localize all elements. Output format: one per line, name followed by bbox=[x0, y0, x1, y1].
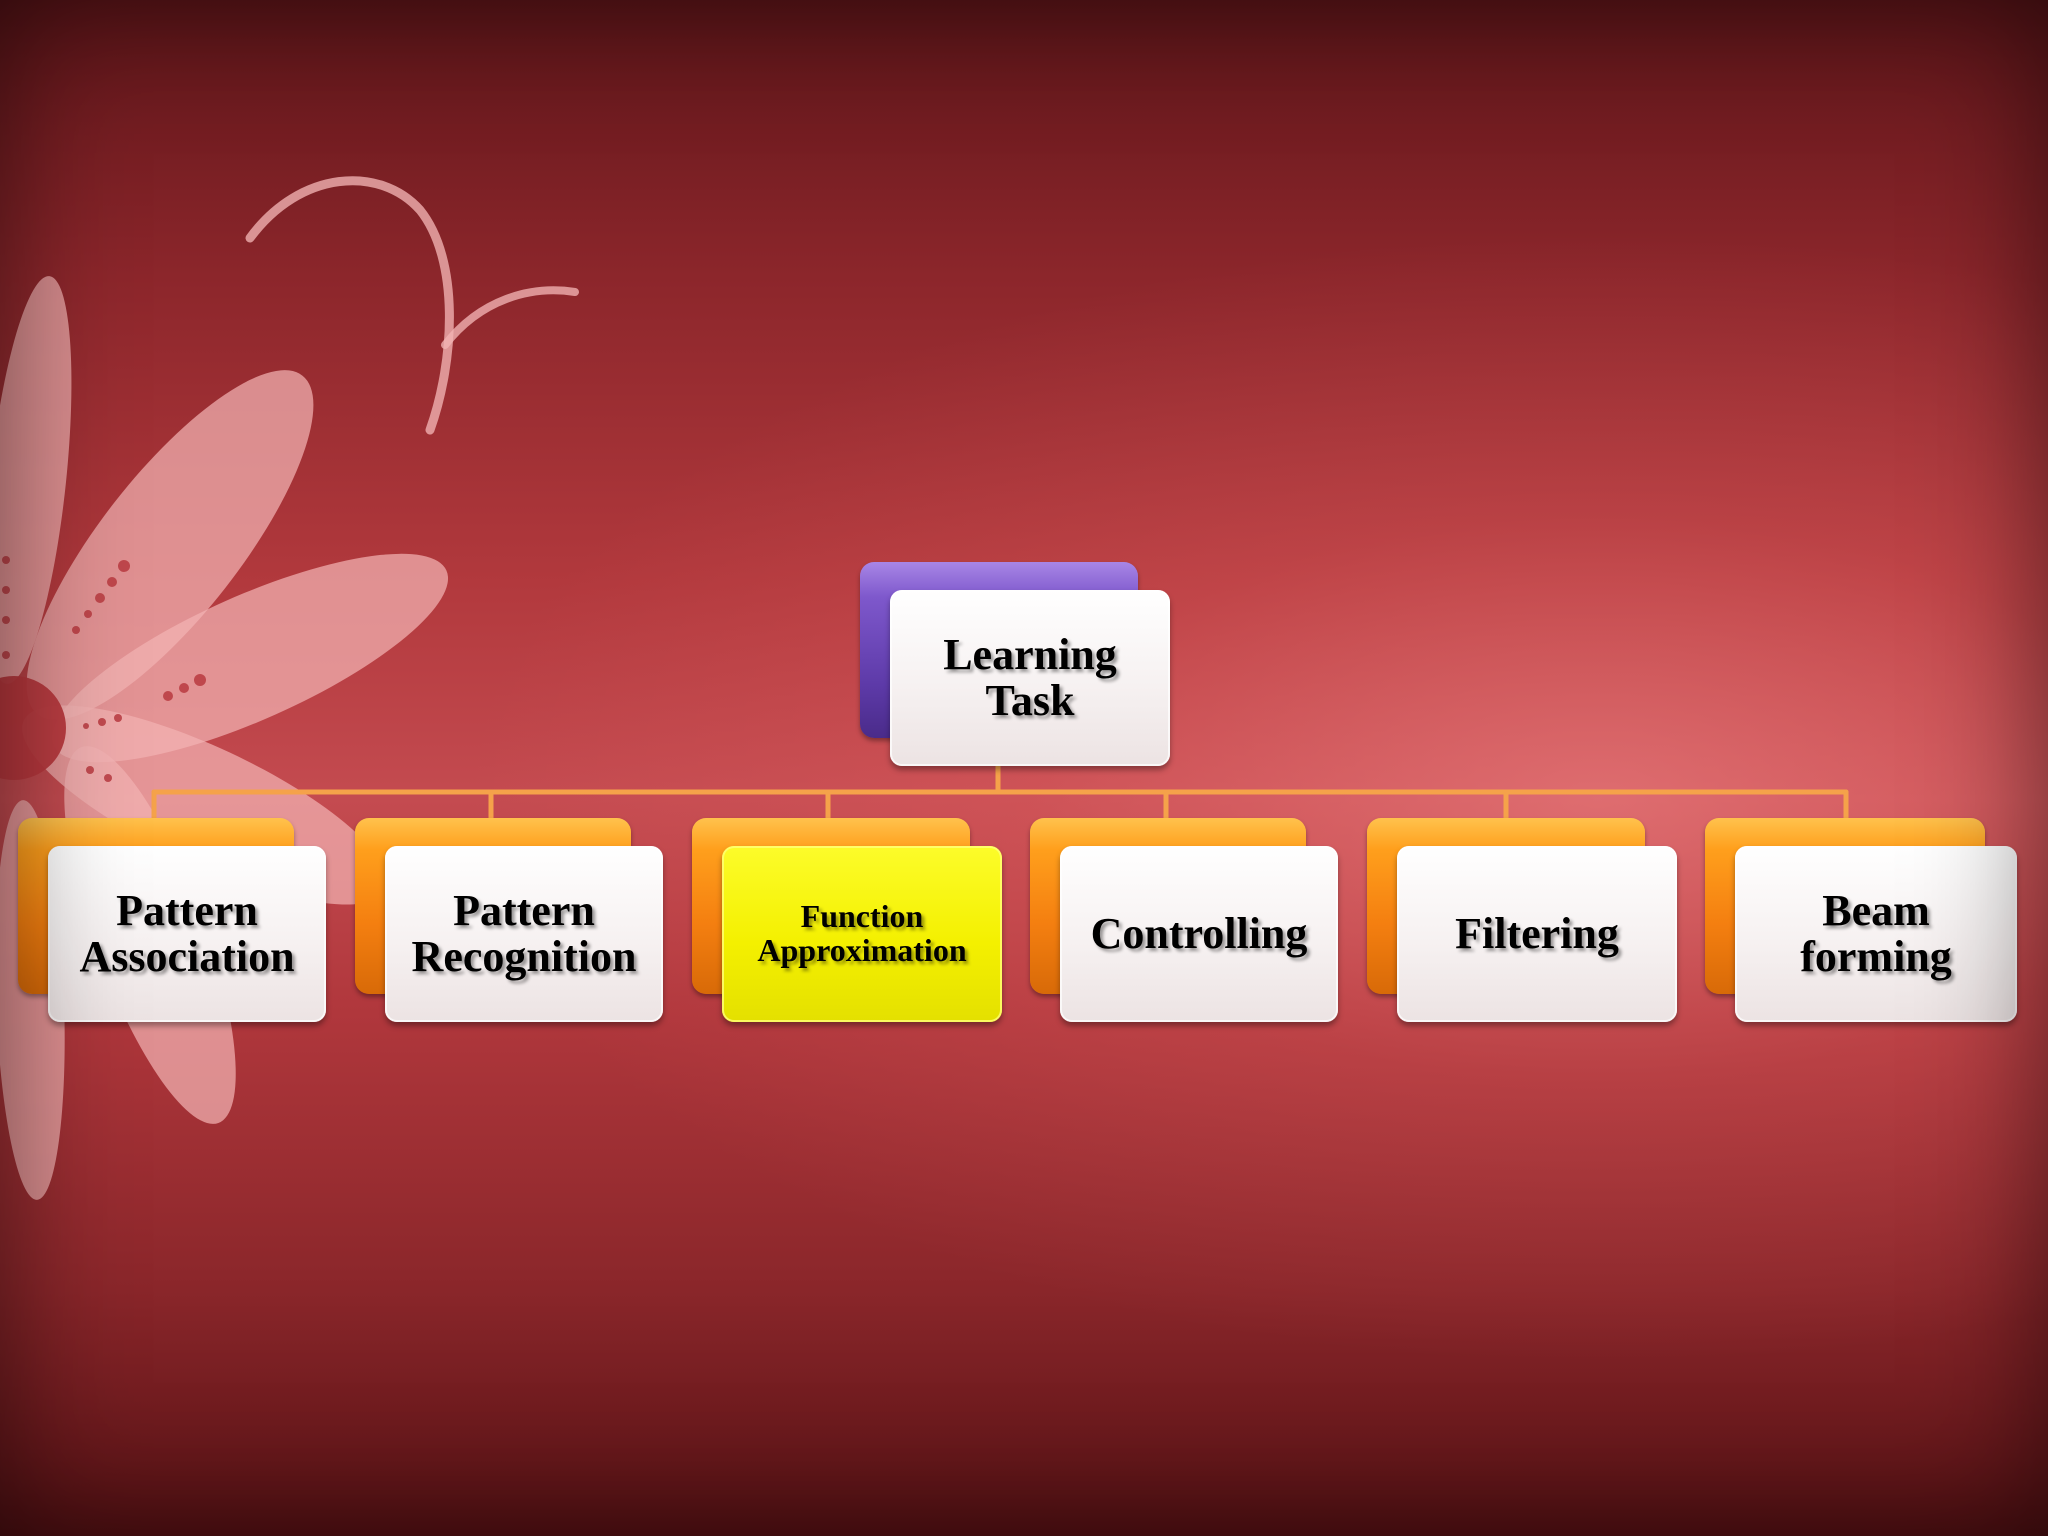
node-beam-forming-label: Beam forming bbox=[1800, 885, 1952, 981]
node-controlling: Controlling bbox=[1030, 818, 1338, 1024]
node-beam-forming: Beam forming bbox=[1705, 818, 2017, 1024]
node-learning-task: Learning Task bbox=[860, 562, 1172, 768]
node-pattern-association: Pattern Association bbox=[18, 818, 326, 1024]
node-face: Filtering bbox=[1397, 846, 1677, 1022]
node-pattern-recognition-label: Pattern Recognition bbox=[411, 885, 637, 981]
node-pattern-recognition: Pattern Recognition bbox=[355, 818, 663, 1024]
node-face: Pattern Recognition bbox=[385, 846, 663, 1022]
node-face: Pattern Association bbox=[48, 846, 326, 1022]
node-face-highlighted: Function Approximation bbox=[722, 846, 1002, 1022]
node-function-approximation: Function Approximation bbox=[692, 818, 1002, 1024]
node-controlling-label: Controlling bbox=[1090, 908, 1308, 958]
node-learning-task-label: Learning Task bbox=[943, 629, 1117, 725]
node-face: Controlling bbox=[1060, 846, 1338, 1022]
node-function-approximation-label: Function Approximation bbox=[757, 898, 967, 968]
node-filtering: Filtering bbox=[1367, 818, 1677, 1024]
node-pattern-association-label: Pattern Association bbox=[79, 885, 295, 981]
node-filtering-label: Filtering bbox=[1455, 908, 1619, 958]
node-learning-task-face: Learning Task bbox=[890, 590, 1170, 766]
node-face: Beam forming bbox=[1735, 846, 2017, 1022]
